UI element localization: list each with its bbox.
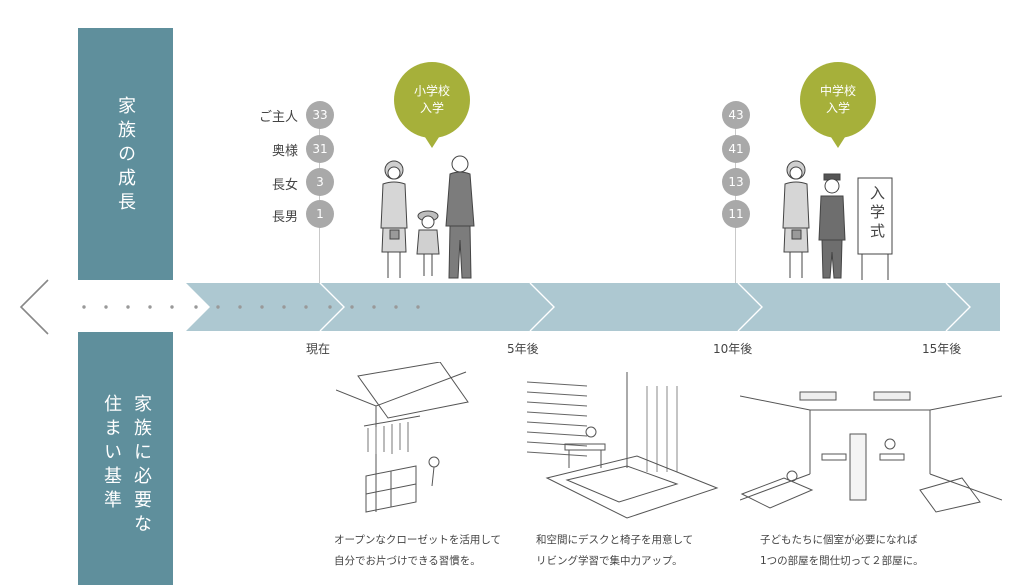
- event-bubble-elementary: 小学校 入学: [394, 62, 470, 148]
- event-label: 入学: [419, 101, 444, 115]
- age-badge: 31: [306, 135, 334, 163]
- closet-room-illustration: [336, 362, 469, 513]
- bubble-tail: [829, 134, 847, 148]
- caption-line: 和空間にデスクと椅子を用意して: [536, 534, 694, 546]
- family-illustration-future: [782, 160, 893, 280]
- age-badge: 41: [722, 135, 750, 163]
- chevron-left-icon[interactable]: [16, 276, 52, 338]
- caption-line: 1つの部屋を間仕切って２部屋に。: [760, 555, 924, 567]
- age-badge: 13: [722, 168, 750, 196]
- caption-study: 和空間にデスクと椅子を用意して リビング学習で集中力アップ。: [536, 530, 693, 572]
- timeline-label-10-years: 10年後: [713, 342, 753, 356]
- caption-line: 自分でお片づけできる習慣を。: [334, 555, 481, 567]
- housing-standard-panel: 家族に必要な住まい基準: [78, 332, 173, 585]
- age-badge: 3: [306, 168, 334, 196]
- event-label: 小学校: [413, 84, 450, 98]
- timeline-label-5-years: 5年後: [507, 342, 539, 356]
- event-label: 中学校: [819, 84, 856, 98]
- timeline-label-15-years: 15年後: [922, 342, 962, 356]
- timeline-label-now: 現在: [306, 342, 331, 356]
- family-label-daughter: 長女: [271, 178, 298, 193]
- timeline-band-overlay: [60, 283, 971, 331]
- age-stem-now: [319, 110, 320, 283]
- age-stem-10: [735, 110, 736, 283]
- study-room-illustration: [527, 372, 719, 519]
- entrance-ceremony-sign-text: 入学式: [868, 185, 886, 242]
- housing-standard-label: 家族に必要な住まい基準: [101, 394, 152, 538]
- family-growth-panel: 家族の成長: [78, 28, 173, 280]
- age-badge: 11: [722, 200, 750, 228]
- family-label-wife: 奥様: [271, 144, 298, 159]
- family-label-husband: ご主人: [258, 110, 298, 125]
- family-growth-label: 家族の成長: [115, 96, 136, 216]
- age-badge: 43: [722, 101, 750, 129]
- caption-line: 子どもたちに個室が必要になれば: [760, 534, 918, 546]
- event-label: 入学: [825, 101, 850, 115]
- bubble-tail: [423, 134, 441, 148]
- family-label-son: 長男: [271, 210, 298, 225]
- caption-line: オープンなクローゼットを活用して: [334, 534, 502, 546]
- kids-room-illustration: [740, 391, 1002, 513]
- age-badge: 1: [306, 200, 334, 228]
- family-illustration-present: [380, 155, 475, 279]
- event-bubble-junior-high: 中学校 入学: [800, 62, 876, 148]
- caption-closet: オープンなクローゼットを活用して 自分でお片づけできる習慣を。: [334, 530, 501, 572]
- timeline-band: [186, 283, 1000, 331]
- caption-line: リビング学習で集中力アップ。: [536, 555, 683, 567]
- age-badge: 33: [306, 101, 334, 129]
- caption-kids-room: 子どもたちに個室が必要になれば 1つの部屋を間仕切って２部屋に。: [760, 530, 924, 572]
